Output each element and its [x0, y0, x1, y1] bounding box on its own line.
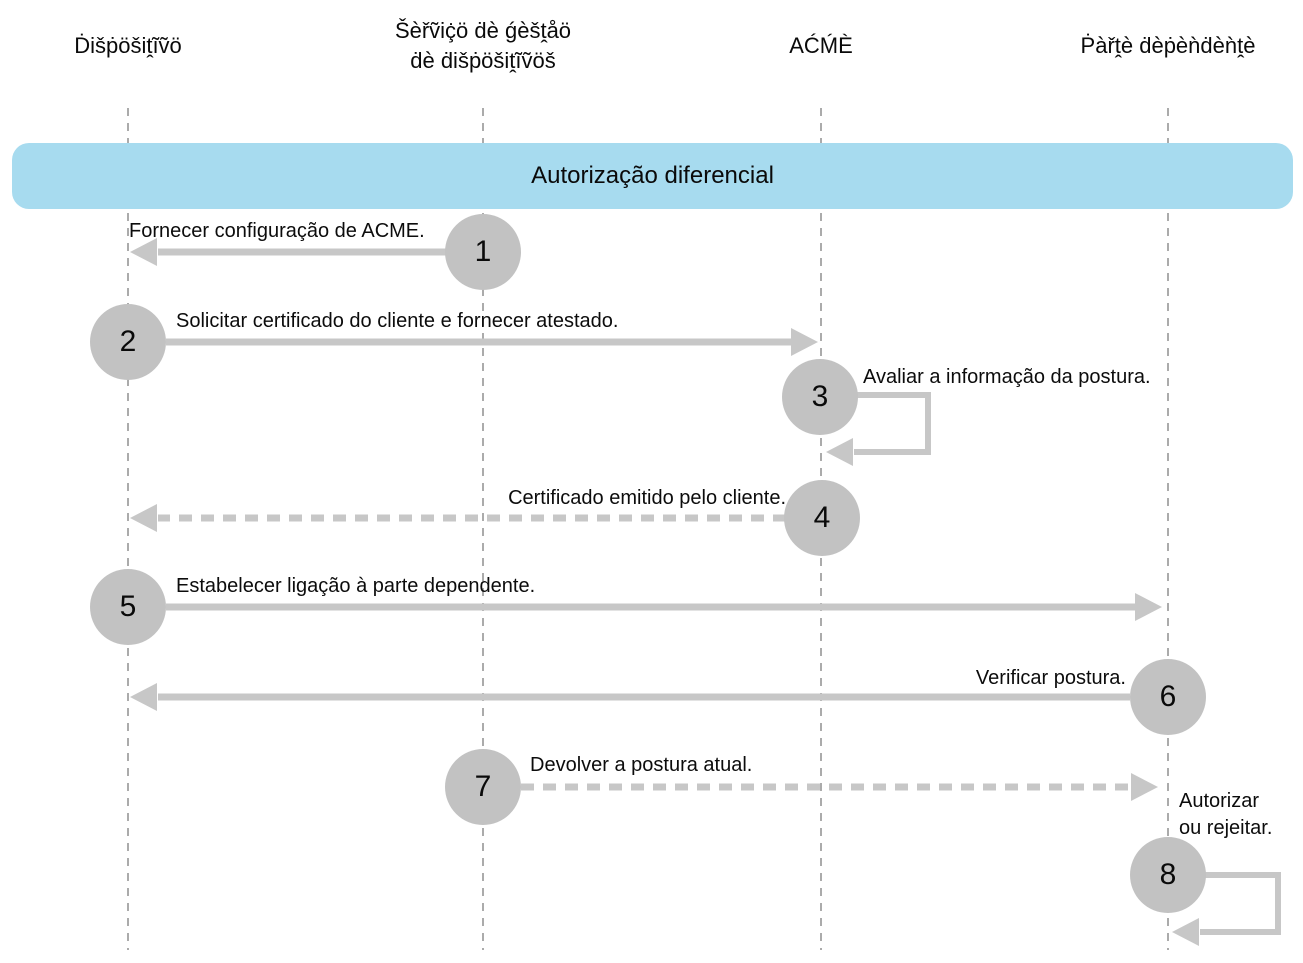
- step-6-number: 6: [1159, 680, 1177, 713]
- arrow-step-6-head: [130, 683, 157, 711]
- step-3-number: 3: [811, 380, 829, 413]
- step-7-label: Devolver a postura atual.: [530, 754, 753, 776]
- step-1-number: 1: [474, 235, 492, 268]
- arrow-step-5-head: [1135, 593, 1162, 621]
- arrow-step-2-head: [791, 328, 818, 356]
- arrow-step-8-head: [1172, 918, 1199, 946]
- arrow-step-3-loop: [822, 392, 931, 455]
- step-6-label: Verificar postura.: [975, 667, 1126, 689]
- step-4-number: 4: [813, 501, 831, 534]
- step-5-number: 5: [119, 590, 137, 623]
- arrow-step-8-loop: [1200, 872, 1281, 935]
- actor-parte-dependente: Ṗàřṱè ḋèṗèǹḋèǹṱè: [1008, 31, 1303, 61]
- arrow-step-4-head: [130, 504, 157, 532]
- step-3-label: Avaliar a informação da postura.: [863, 366, 1151, 388]
- step-5-label: Estabelecer ligação à parte dependente.: [176, 575, 536, 597]
- actor-acme-label: AĆḾÈ: [789, 33, 853, 58]
- arrow-step-1-head: [130, 238, 157, 266]
- step-1-label: Fornecer configuração de ACME.: [129, 220, 425, 242]
- actor-servico-line2: ḋè ḋišṗöšiṱĩṽöš: [410, 48, 556, 73]
- step-4-label: Certificado emitido pelo cliente.: [508, 487, 786, 509]
- actor-servico-gestao: Šèřṽiç̇ö ḋè ǵèšṱåö ḋè ḋišṗöšiṱĩṽöš: [323, 16, 643, 76]
- arrow-step-7-head: [1131, 773, 1158, 801]
- step-8-label-line1: Autorizar: [1179, 790, 1260, 812]
- phase-banner: Autorização diferencial: [12, 143, 1293, 209]
- actor-dispositivo-label: Ḋišṗöšiṱĩṽö: [74, 33, 182, 58]
- step-7-number: 7: [474, 770, 492, 803]
- step-4-badge: 4: [784, 480, 860, 556]
- actor-parte-dependente-label: Ṗàřṱè ḋèṗèǹḋèǹṱè: [1080, 33, 1256, 58]
- step-6-badge: 6: [1130, 659, 1206, 735]
- step-8-number: 8: [1159, 858, 1177, 891]
- step-2-label: Solicitar certificado do cliente e forne…: [176, 310, 619, 332]
- actor-servico-line1: Šèřṽiç̇ö ḋè ǵèšṱåö: [394, 18, 572, 43]
- step-7-badge: 7: [445, 749, 521, 825]
- phase-banner-label: Autorização diferencial: [531, 162, 774, 189]
- step-3-badge: 3: [782, 359, 858, 435]
- step-8-badge: 8: [1130, 837, 1206, 913]
- step-8-label-line2: ou rejeitar.: [1179, 817, 1273, 839]
- step-1-badge: 1: [445, 214, 521, 290]
- arrow-step-3-head: [826, 438, 853, 466]
- actor-dispositivo: Ḋišṗöšiṱĩṽö: [0, 31, 288, 61]
- step-2-number: 2: [119, 325, 137, 358]
- step-2-badge: 2: [90, 304, 166, 380]
- step-5-badge: 5: [90, 569, 166, 645]
- actor-acme: AĆḾÈ: [661, 31, 981, 61]
- step-8-label: Autorizar ou rejeitar.: [1179, 788, 1272, 842]
